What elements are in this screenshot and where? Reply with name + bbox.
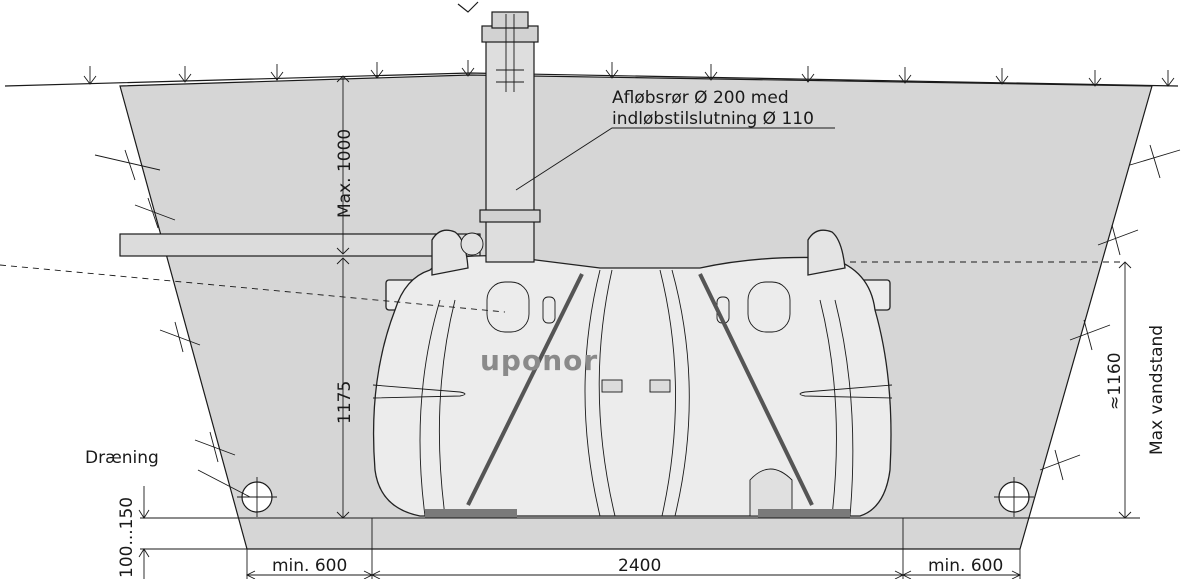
- dimension-horizontal: [245, 518, 1022, 579]
- slope-hatching: [94, 144, 1181, 481]
- drainage-pipe-right: [994, 477, 1034, 517]
- pipe-callout-leader: [515, 127, 835, 191]
- clearance-right-label: min. 600: [928, 556, 1003, 576]
- base-pad-right: [758, 509, 850, 518]
- base-pad-left: [425, 509, 517, 518]
- septic-tank: [372, 229, 893, 518]
- bed-thickness-label: 100...150: [117, 497, 137, 578]
- dimension-water-level: [1118, 261, 1132, 519]
- water-level-value: ≈1160: [1105, 352, 1125, 410]
- pipe-callout-line1: Afløbsrør Ø 200 med: [612, 88, 789, 108]
- inlet-pipe: [119, 233, 481, 257]
- top-edge-marker: [457, 1, 479, 13]
- dimension-max-cover: [336, 75, 350, 255]
- dimension-bed: [138, 486, 150, 579]
- pipe-callout-line2: indløbstilslutning Ø 110: [612, 109, 814, 129]
- tank-length-label: 2400: [618, 556, 661, 576]
- reference-dashed-left: [0, 264, 506, 313]
- dimension-tank-height: [336, 257, 350, 519]
- sewer-riser-pipe: [460, 11, 541, 263]
- drainage-pipe-left: [237, 477, 277, 517]
- max-cover-label: Max. 1000: [335, 129, 355, 218]
- clearance-left-label: min. 600: [272, 556, 347, 576]
- water-level-label: Max vandstand: [1147, 325, 1167, 455]
- anchor-straps: [466, 273, 814, 506]
- tank-height-label: 1175: [335, 381, 355, 424]
- ground-arrows: [83, 60, 1175, 87]
- drainage-label: Dræning: [85, 448, 159, 468]
- drainage-leader: [197, 469, 251, 498]
- brand-logo: uponor: [480, 344, 598, 377]
